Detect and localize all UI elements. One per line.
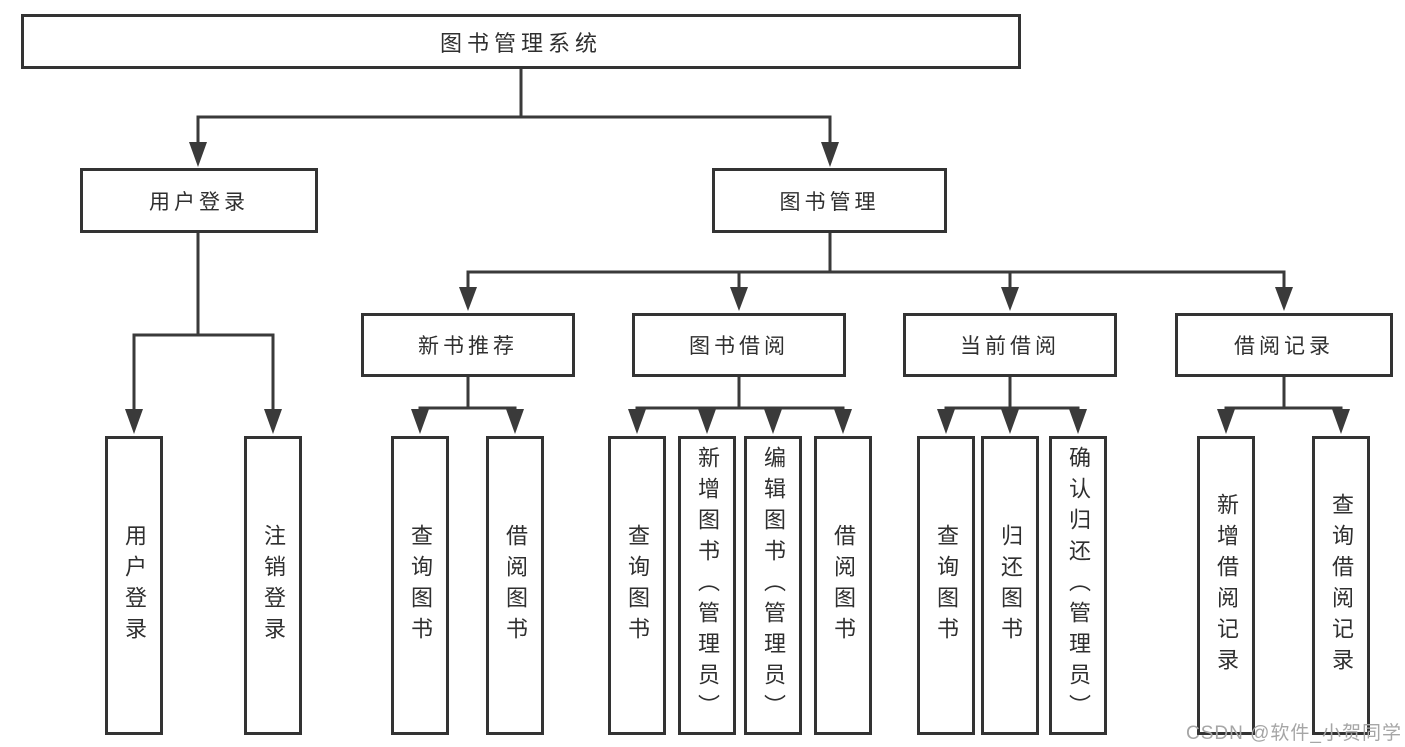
connector-borrowing-rail bbox=[635, 406, 845, 424]
node-label: 确认归还（管理员） bbox=[1066, 446, 1091, 725]
node-label: 图书管理系统 bbox=[439, 30, 602, 56]
leaf-user-login: 用户登录 bbox=[105, 436, 163, 735]
connector-level1-rail bbox=[196, 115, 832, 150]
node-current-borrowing: 当前借阅 bbox=[903, 313, 1117, 377]
connector-recommend-rail bbox=[418, 406, 517, 424]
node-borrowing-records: 借阅记录 bbox=[1175, 313, 1393, 377]
node-new-book-recommend: 新书推荐 bbox=[361, 313, 575, 377]
leaf-query-books-borrowing: 查询图书 bbox=[608, 436, 666, 735]
node-label: 新书推荐 bbox=[418, 335, 518, 358]
leaf-logout: 注销登录 bbox=[244, 436, 302, 735]
node-label: 查询图书 bbox=[625, 523, 650, 648]
node-label: 借阅记录 bbox=[1234, 335, 1334, 358]
node-label: 编辑图书（管理员） bbox=[761, 446, 786, 725]
leaf-query-books-current: 查询图书 bbox=[917, 436, 975, 735]
node-label: 图书管理 bbox=[779, 190, 880, 214]
node-label: 查询借阅记录 bbox=[1329, 492, 1354, 679]
leaf-confirm-return-admin: 确认归还（管理员） bbox=[1049, 436, 1107, 735]
connector-mgmt-rail bbox=[466, 270, 1286, 300]
node-book-management: 图书管理 bbox=[712, 168, 947, 233]
node-label: 查询图书 bbox=[408, 523, 433, 648]
leaf-query-books-recommend: 查询图书 bbox=[391, 436, 449, 735]
node-label: 新增借阅记录 bbox=[1214, 492, 1239, 679]
leaf-return-books: 归还图书 bbox=[981, 436, 1039, 735]
node-label: 用户登录 bbox=[122, 523, 147, 648]
leaf-add-book-admin: 新增图书（管理员） bbox=[678, 436, 736, 735]
leaf-borrow-books-recommend: 借阅图书 bbox=[486, 436, 544, 735]
leaf-borrow-books-borrowing: 借阅图书 bbox=[814, 436, 872, 735]
node-label: 借阅图书 bbox=[503, 523, 528, 648]
node-label: 注销登录 bbox=[261, 523, 286, 648]
connector-login-rail bbox=[132, 333, 275, 424]
leaf-edit-book-admin: 编辑图书（管理员） bbox=[744, 436, 802, 735]
connector-records-rail bbox=[1224, 406, 1343, 424]
node-label: 用户登录 bbox=[149, 190, 249, 214]
node-user-login: 用户登录 bbox=[80, 168, 318, 233]
node-label: 查询图书 bbox=[934, 523, 959, 648]
leaf-add-borrow-record: 新增借阅记录 bbox=[1197, 436, 1255, 735]
node-book-borrowing: 图书借阅 bbox=[632, 313, 846, 377]
node-library-system: 图书管理系统 bbox=[21, 14, 1021, 69]
node-label: 归还图书 bbox=[998, 523, 1023, 648]
arrowheads bbox=[125, 142, 1350, 434]
csdn-watermark: CSDN @软件_小贺同学 bbox=[1186, 723, 1402, 744]
node-label: 新增图书（管理员） bbox=[695, 446, 720, 725]
node-label: 借阅图书 bbox=[831, 523, 856, 648]
node-label: 当前借阅 bbox=[960, 335, 1060, 358]
node-label: 图书借阅 bbox=[689, 335, 789, 358]
leaf-query-borrow-record: 查询借阅记录 bbox=[1312, 436, 1370, 735]
